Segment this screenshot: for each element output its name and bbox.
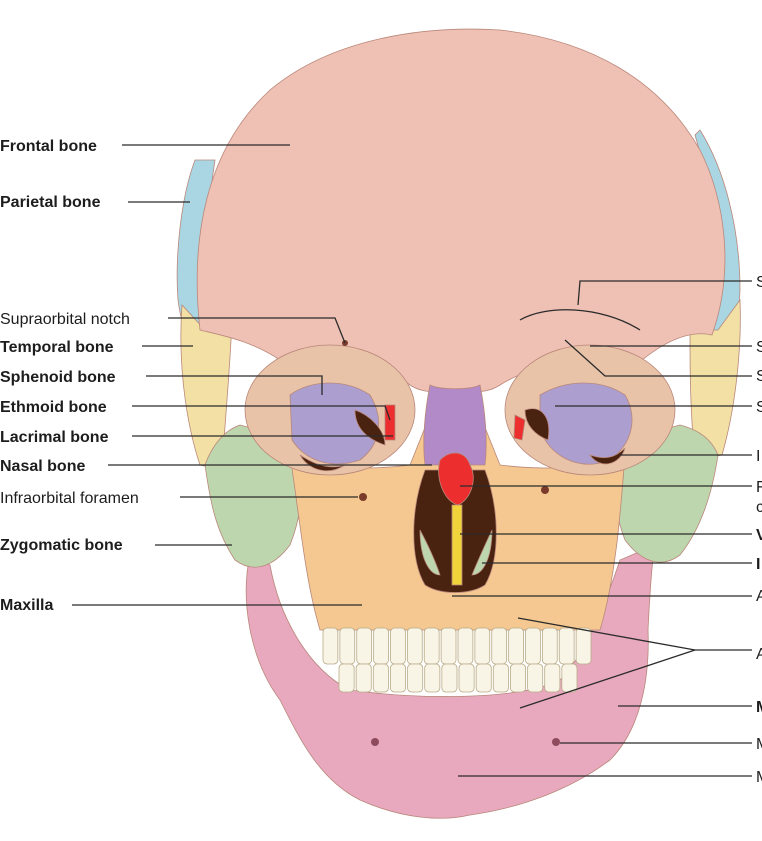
label-right-8: V xyxy=(756,527,762,544)
tooth xyxy=(372,663,389,693)
label-right-5: I xyxy=(756,448,760,465)
ethmoid-orbital-right xyxy=(513,414,526,441)
mandible-bone xyxy=(245,544,656,819)
tooth xyxy=(440,627,457,665)
tooth xyxy=(544,663,561,693)
tooth xyxy=(491,627,508,665)
tooth xyxy=(527,663,544,693)
infraorbital-foramen-left xyxy=(359,493,367,501)
mental-foramen-left xyxy=(371,738,379,746)
tooth xyxy=(475,663,492,693)
label-right-14: M xyxy=(756,769,762,786)
tooth xyxy=(558,627,575,665)
tooth xyxy=(458,663,475,693)
tooth xyxy=(510,663,526,693)
label-zygomatic-bone: Zygomatic bone xyxy=(0,537,123,554)
leaders-right xyxy=(452,280,752,777)
infraorbital-foramen-right xyxy=(541,486,549,494)
label-right-1: S xyxy=(756,274,762,291)
tooth xyxy=(423,627,440,665)
tooth xyxy=(390,663,406,693)
label-right-10: A xyxy=(756,588,762,605)
nasal-bone xyxy=(423,384,487,466)
tooth xyxy=(339,627,356,665)
label-right-3: S xyxy=(756,368,762,385)
tooth xyxy=(356,627,373,665)
label-temporal-bone: Temporal bone xyxy=(0,339,114,356)
label-maxilla: Maxilla xyxy=(0,597,53,614)
orbit-dark-right xyxy=(524,408,626,465)
label-frontal-bone: Frontal bone xyxy=(0,138,97,155)
inferior-nasal-concha-right xyxy=(471,529,493,576)
label-parietal-bone: Parietal bone xyxy=(0,194,101,211)
tooth xyxy=(508,627,524,665)
vomer-bone xyxy=(451,504,463,586)
label-right-12: M xyxy=(756,699,762,716)
tooth xyxy=(355,663,372,693)
label-right-2: S xyxy=(756,339,762,356)
label-sphenoid-bone: Sphenoid bone xyxy=(0,369,116,386)
ethmoid-nasal xyxy=(438,452,474,506)
skull-illustration xyxy=(176,28,741,819)
label-right-6: F xyxy=(756,479,762,496)
label-right-11: A xyxy=(756,646,762,663)
tooth xyxy=(575,627,592,665)
labels-left: Frontal bone Parietal bone Supraorbital … xyxy=(0,138,139,614)
label-right-13: M xyxy=(756,736,762,753)
leaders-left xyxy=(72,144,432,606)
label-right-9: I xyxy=(756,556,760,573)
teeth-upper xyxy=(322,627,592,665)
label-lacrimal-bone: Lacrimal bone xyxy=(0,429,109,446)
mental-foramen-right xyxy=(552,738,560,746)
frontal-bone xyxy=(196,28,726,396)
label-right-4: S xyxy=(756,399,762,416)
tooth xyxy=(338,663,355,693)
label-ethmoid-bone: Ethmoid bone xyxy=(0,399,107,416)
tooth xyxy=(525,627,541,665)
tooth xyxy=(322,627,339,665)
label-supraorbital-notch: Supraorbital notch xyxy=(0,311,130,328)
inferior-nasal-concha-left xyxy=(419,529,441,576)
tooth xyxy=(457,627,474,665)
labels-right: S S S S I F c V I A A M M M xyxy=(756,274,762,786)
label-right-7: c xyxy=(756,499,762,516)
tooth xyxy=(474,627,491,665)
tooth xyxy=(541,627,558,665)
tooth xyxy=(441,663,458,693)
tooth xyxy=(424,663,441,693)
teeth-lower xyxy=(338,663,578,693)
sphenoid-bone-right xyxy=(539,382,633,465)
tooth xyxy=(390,627,406,665)
tooth xyxy=(406,627,423,665)
tooth xyxy=(492,663,509,693)
tooth xyxy=(407,663,424,693)
tooth xyxy=(561,663,578,693)
tooth xyxy=(373,627,389,665)
label-nasal-bone: Nasal bone xyxy=(0,458,85,475)
label-infraorbital-foramen: Infraorbital foramen xyxy=(0,490,139,507)
